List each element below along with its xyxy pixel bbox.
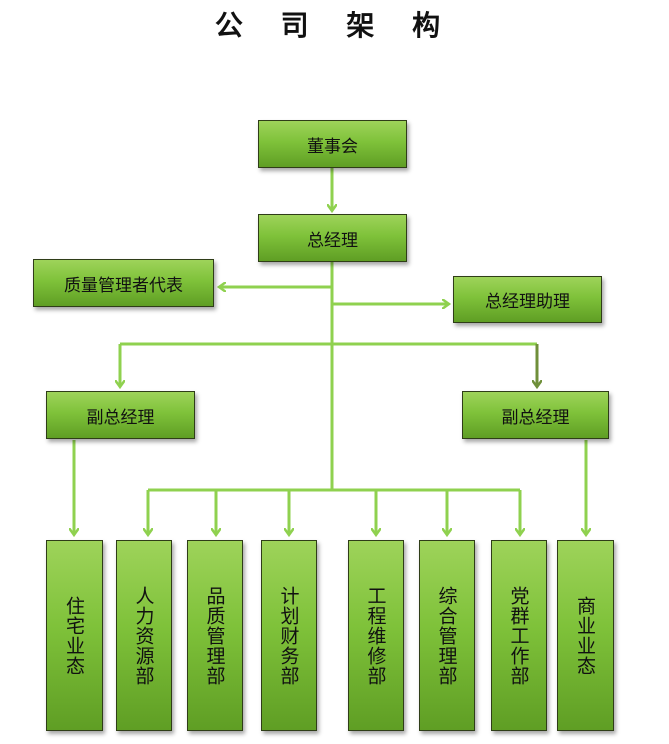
page-title: 公 司 架 构 <box>214 9 455 42</box>
node-dept-general: 综合管理部 <box>419 540 475 731</box>
node-dept-quality: 品质管理部 <box>187 540 243 731</box>
node-general-manager: 总经理 <box>258 214 407 262</box>
node-dept-engineering: 工程维修部 <box>348 540 404 731</box>
node-dept-hr: 人力资源部 <box>116 540 172 731</box>
node-dept-finance: 计划财务部 <box>261 540 317 731</box>
node-quality-rep: 质量管理者代表 <box>33 259 214 307</box>
node-vp-left: 副总经理 <box>46 391 195 439</box>
node-board: 董事会 <box>258 120 407 168</box>
node-dept-commercial: 商业业态 <box>557 540 614 731</box>
node-vp-right: 副总经理 <box>462 391 609 439</box>
node-dept-residential: 住宅业态 <box>46 540 103 731</box>
node-gm-assistant: 总经理助理 <box>453 276 602 323</box>
node-dept-party: 党群工作部 <box>491 540 547 731</box>
